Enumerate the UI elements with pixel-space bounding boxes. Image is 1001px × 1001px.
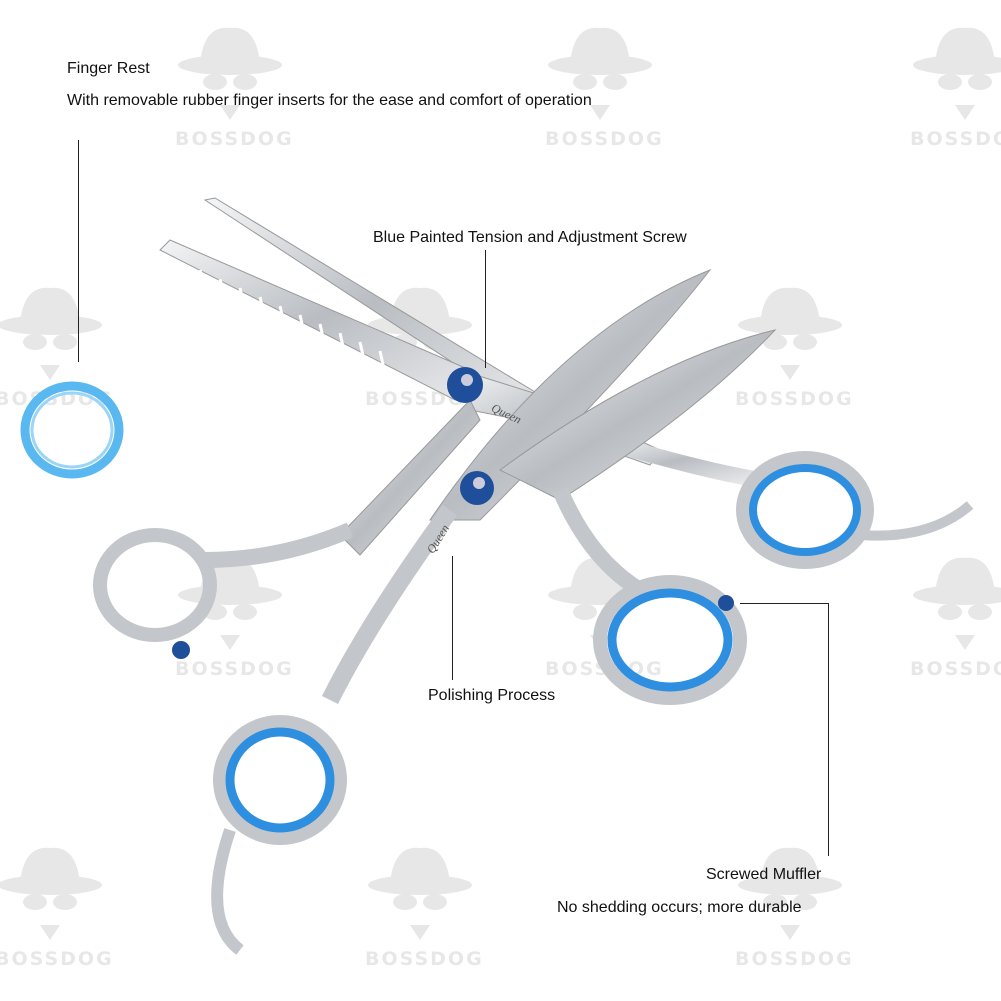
muffler-leader-line-v <box>828 603 829 856</box>
watermark-text: BOSSDOG <box>910 128 1001 150</box>
tension-screw <box>447 367 494 505</box>
watermark-text: BOSSDOG <box>0 948 114 970</box>
bossdog-watermark: BOSSDOG <box>735 280 854 410</box>
finger-rest-title: Finger Rest <box>67 60 150 77</box>
watermark-text: BOSSDOG <box>735 388 854 410</box>
muffler-leader-line-h <box>740 603 828 604</box>
screw-title: Blue Painted Tension and Adjustment Scre… <box>373 229 687 246</box>
curved-scissors <box>211 268 777 955</box>
thinning-scissors <box>93 197 974 659</box>
watermark-text: BOSSDOG <box>175 658 294 680</box>
bossdog-watermark: BOSSDOG <box>0 840 114 970</box>
bossdog-watermark: BOSSDOG <box>910 550 1001 680</box>
watermark-text: BOSSDOG <box>365 948 484 970</box>
muffler-description: No shedding occurs; more durable <box>557 899 802 916</box>
watermark-text: BOSSDOG <box>910 658 1001 680</box>
finger-rest-description: With removable rubber finger inserts for… <box>67 92 592 109</box>
muffler-title: Screwed Muffler <box>706 866 822 883</box>
bossdog-watermark: BOSSDOG <box>910 20 1001 150</box>
bossdog-watermark: BOSSDOG <box>365 840 484 970</box>
finger-rest-leader-line <box>78 140 79 362</box>
bossdog-watermark: BOSSDOG <box>545 20 664 150</box>
bossdog-watermark: BOSSDOG <box>735 840 854 970</box>
polishing-leader-line <box>452 556 453 680</box>
watermark-text: BOSSDOG <box>545 128 664 150</box>
watermark-text: BOSSDOG <box>735 948 854 970</box>
bossdog-watermark: BOSSDOG <box>175 20 294 150</box>
screw-leader-line <box>485 250 486 368</box>
polishing-title: Polishing Process <box>428 687 556 704</box>
finger-rest-ring <box>20 381 124 479</box>
watermark-text: BOSSDOG <box>175 128 294 150</box>
